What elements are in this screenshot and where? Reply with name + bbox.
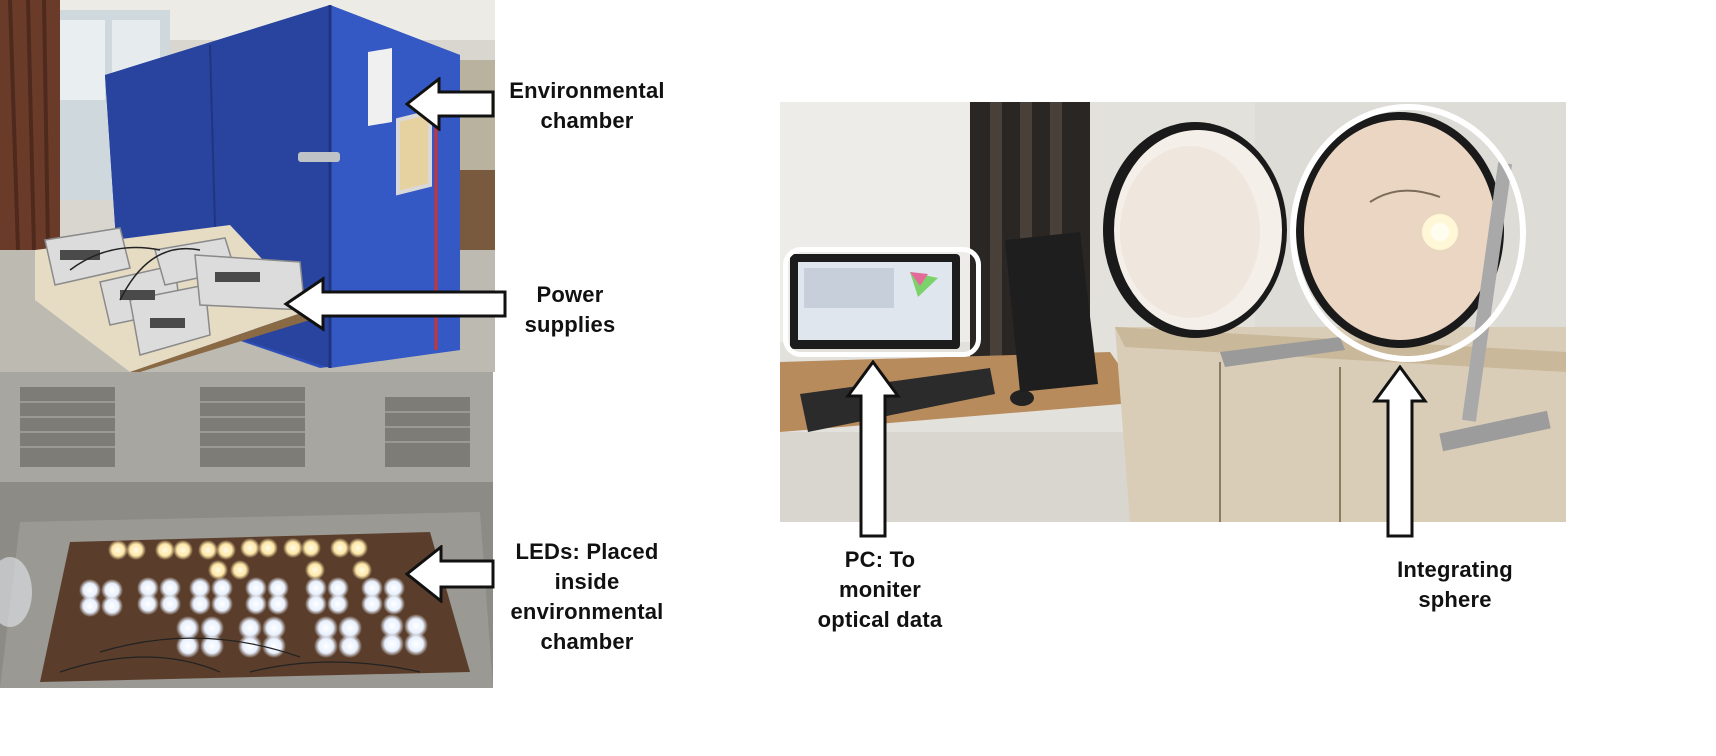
integrating-sphere-arrow: [1372, 365, 1428, 538]
power-supplies-label: Power supplies: [500, 280, 640, 340]
leds-photo: [0, 372, 493, 688]
environmental-chamber-arrow: [405, 77, 495, 131]
environmental-chamber-label-line1: Environmental: [509, 78, 665, 103]
sphere-highlight: [1290, 104, 1526, 362]
pc-arrow: [845, 360, 901, 538]
leds-label-line1: LEDs: Placed: [515, 539, 659, 564]
integrating-sphere-label-line1: Integrating: [1397, 557, 1513, 582]
leds-label-line2: inside: [554, 569, 620, 594]
power-supplies-arrow: [283, 276, 507, 332]
environmental-chamber-label: Environmental chamber: [497, 76, 677, 136]
integrating-sphere-label: Integrating sphere: [1380, 555, 1530, 615]
leds-arrow: [405, 545, 495, 603]
pc-label-line3: optical data: [817, 607, 943, 632]
chamber-photo: [0, 0, 495, 372]
pc-highlight: [783, 247, 981, 357]
integrating-sphere-label-line2: sphere: [1418, 587, 1492, 612]
pc-label-line2: moniter: [838, 577, 922, 602]
power-supplies-label-line2: supplies: [524, 312, 616, 337]
power-supplies-label-line1: Power: [536, 282, 604, 307]
leds-label-line4: chamber: [540, 629, 634, 654]
pc-label: PC: To moniter optical data: [795, 545, 965, 635]
leds-label-line3: environmental: [510, 599, 664, 624]
leds-label: LEDs: Placed inside environmental chambe…: [497, 537, 677, 657]
pc-label-line1: PC: To: [844, 547, 916, 572]
environmental-chamber-label-line2: chamber: [540, 108, 634, 133]
